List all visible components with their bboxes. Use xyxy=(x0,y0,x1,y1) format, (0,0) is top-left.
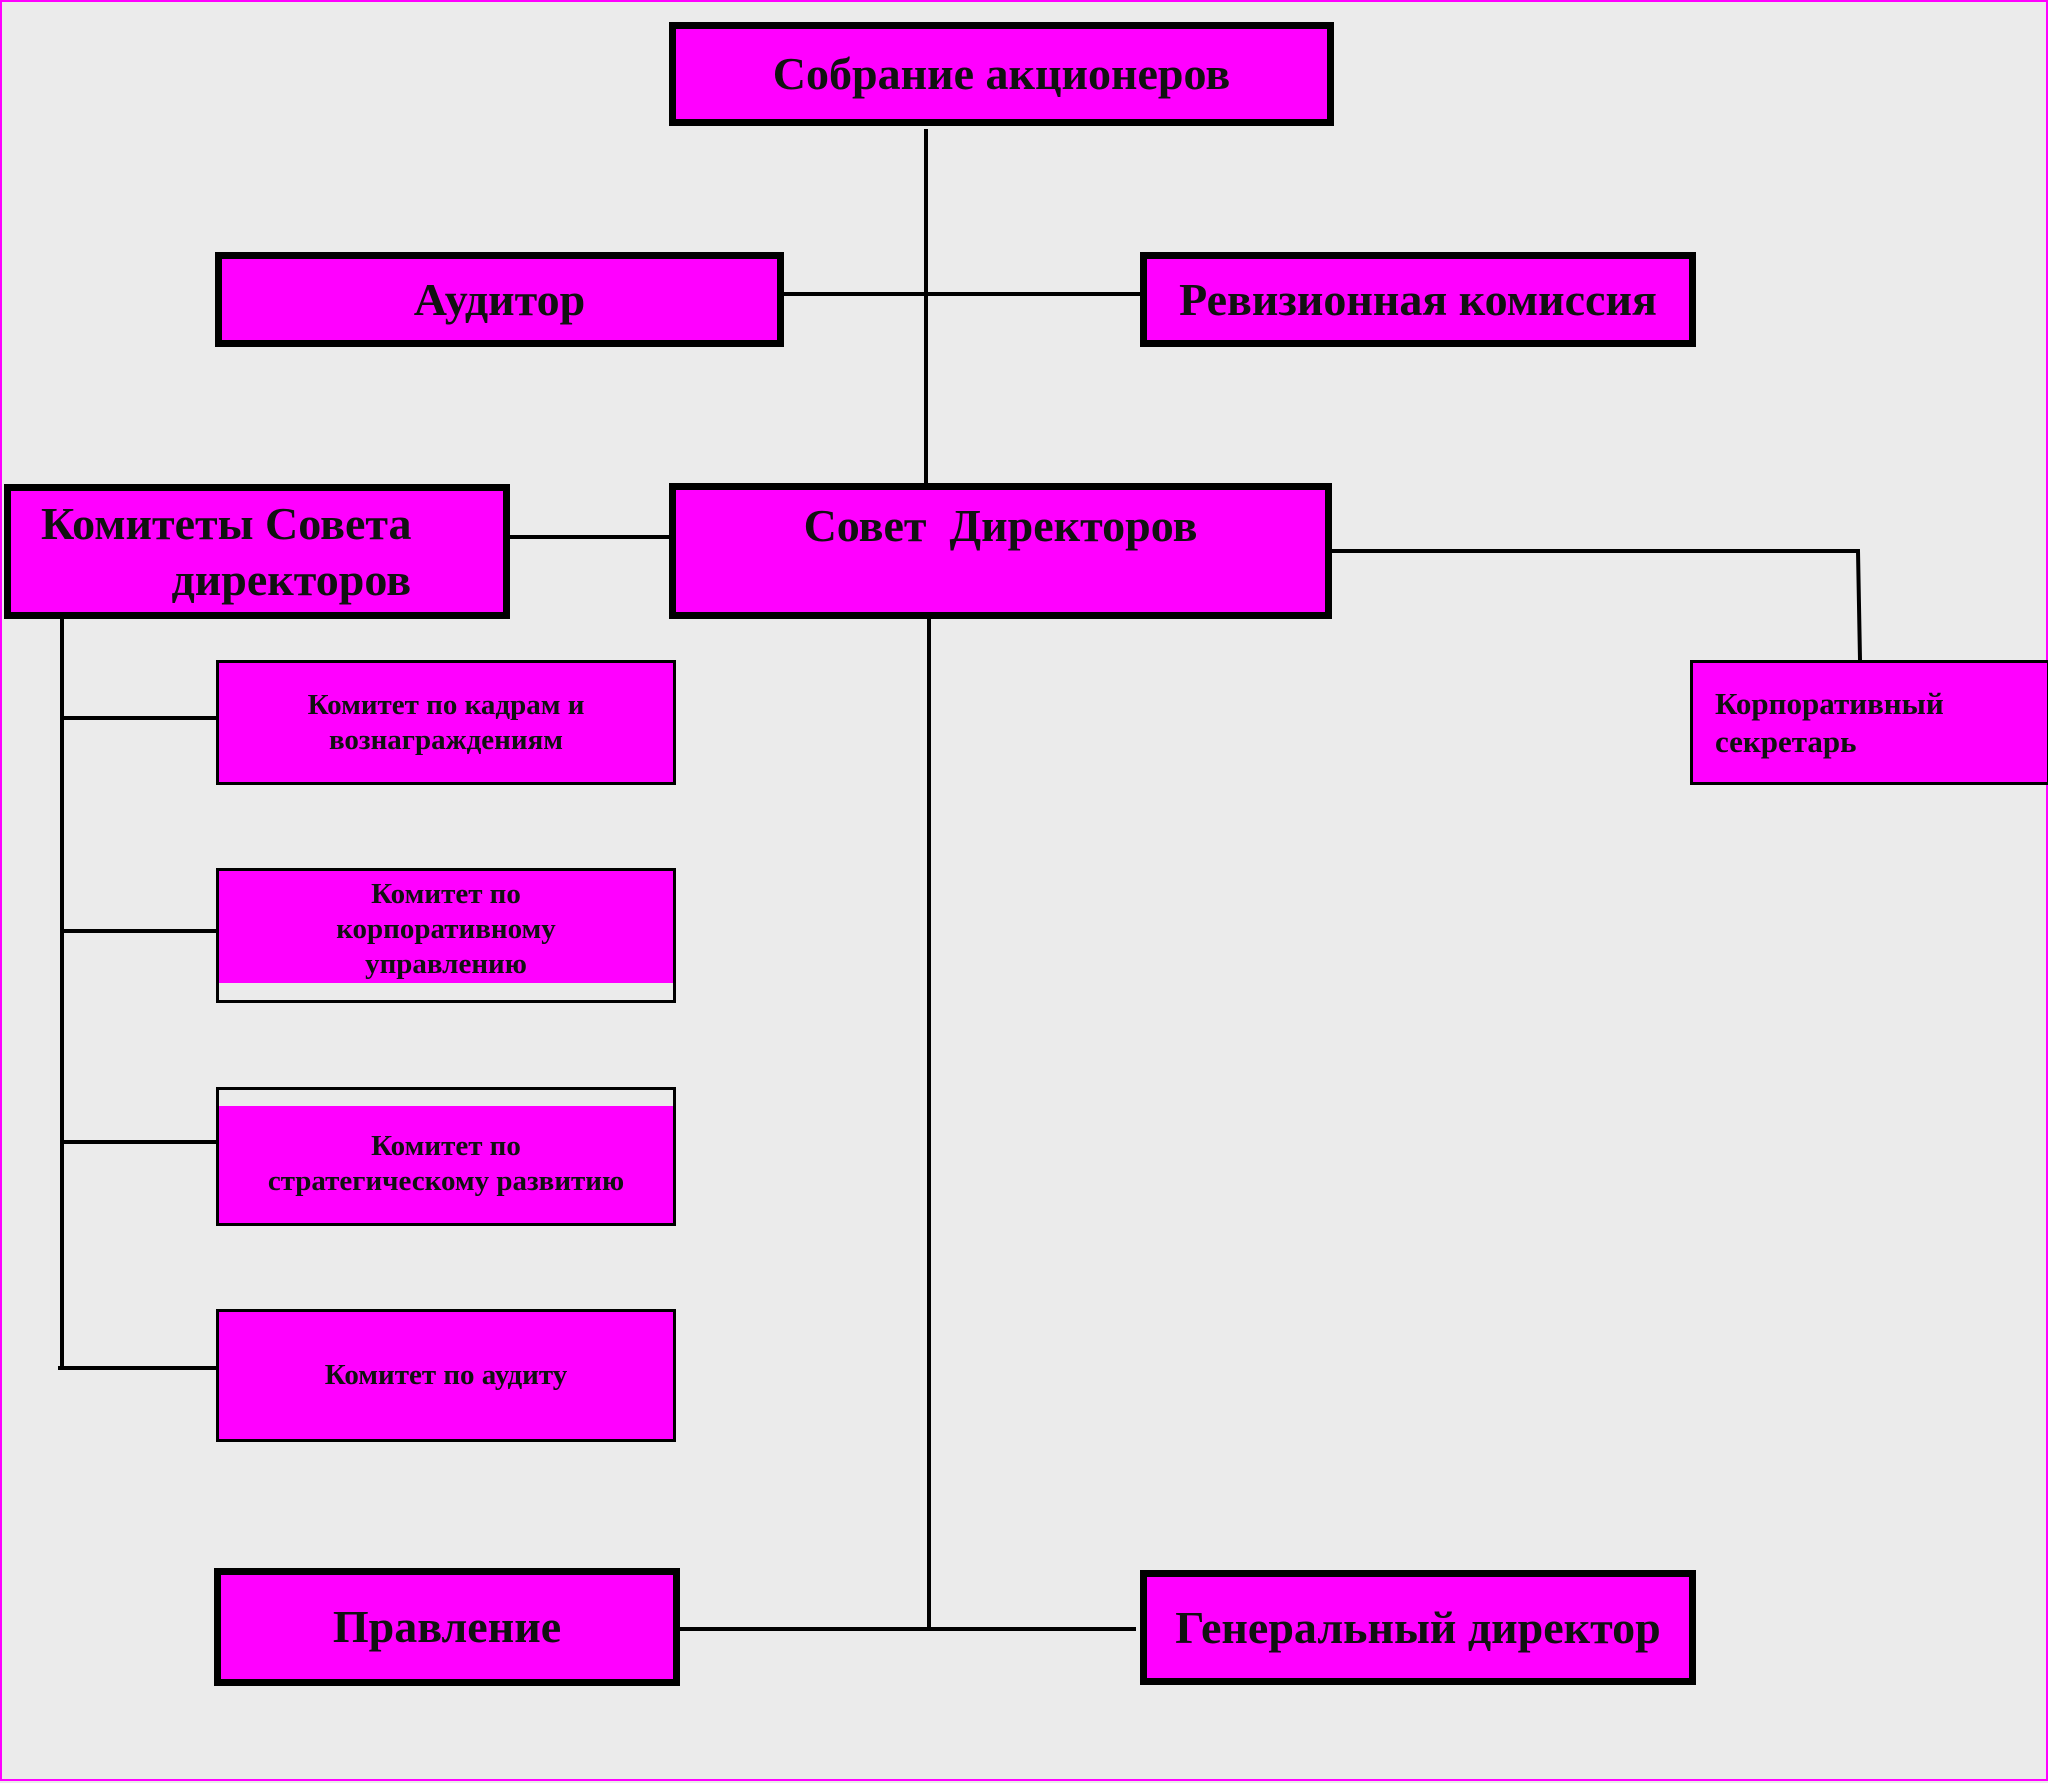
auditor-node: Аудитор xyxy=(215,252,784,347)
line-board-secretary xyxy=(1329,549,1862,661)
auditor-label: Аудитор xyxy=(413,273,586,325)
committee-hr-node: Комитет по кадрам и вознаграждениям xyxy=(216,660,676,785)
corporate-secretary-node: Корпоративный секретарь xyxy=(1690,660,2048,785)
committee-hr-text: Комитет по кадрам и вознаграждениям xyxy=(308,688,585,758)
board-committees-line-1: Комитеты Совета xyxy=(41,498,412,550)
board-committees-line-2: директоров xyxy=(171,553,412,605)
committee-governance-line-1: Комитет по xyxy=(371,878,521,910)
committee-governance-text: Комитет по корпоративному управлению xyxy=(336,877,556,981)
committee-governance-node: Комитет по корпоративному управлению xyxy=(216,868,676,1003)
board-of-directors-node: Совет Директоров xyxy=(669,483,1332,619)
committee-audit-node: Комитет по аудиту xyxy=(216,1309,676,1442)
corporate-secretary-text: Корпоративный секретарь xyxy=(1715,685,1944,759)
ceo-label: Генеральный директор xyxy=(1175,1601,1661,1653)
corporate-secretary-line-1: Корпоративный xyxy=(1715,686,1944,722)
shareholders-meeting-label: Собрание акционеров xyxy=(772,48,1231,100)
corporate-secretary-line-2: секретарь xyxy=(1715,723,1857,759)
committee-strategy-text: Комитет по стратегическому развитию xyxy=(268,1115,624,1199)
committee-strategy-line-1: Комитет по xyxy=(371,1129,521,1162)
committee-strategy-node: Комитет по стратегическому развитию xyxy=(216,1087,676,1226)
committee-strategy-line-2: стратегическому развитию xyxy=(267,1164,625,1197)
shareholders-meeting-node: Собрание акционеров xyxy=(669,22,1334,126)
audit-commission-node: Ревизионная комиссия xyxy=(1140,252,1696,347)
committee-governance-line-3: управлению xyxy=(365,947,527,980)
management-board-node: Правление xyxy=(214,1568,680,1686)
committee-governance-line-2: корпоративному xyxy=(336,912,556,945)
board-committees-node: Комитеты Совета директоров xyxy=(4,484,510,619)
board-committees-text: Комитеты Совета директоров xyxy=(41,496,412,606)
committee-audit-label: Комитет по аудиту xyxy=(324,1359,568,1392)
management-board-label: Правление xyxy=(332,1601,562,1653)
committee-hr-line-1: Комитет по кадрам и xyxy=(307,688,585,721)
committee-hr-line-2: вознаграждениям xyxy=(328,723,564,756)
ceo-node: Генеральный директор xyxy=(1140,1570,1696,1685)
audit-commission-label: Ревизионная комиссия xyxy=(1179,273,1657,325)
board-of-directors-label: Совет Директоров xyxy=(803,500,1198,551)
